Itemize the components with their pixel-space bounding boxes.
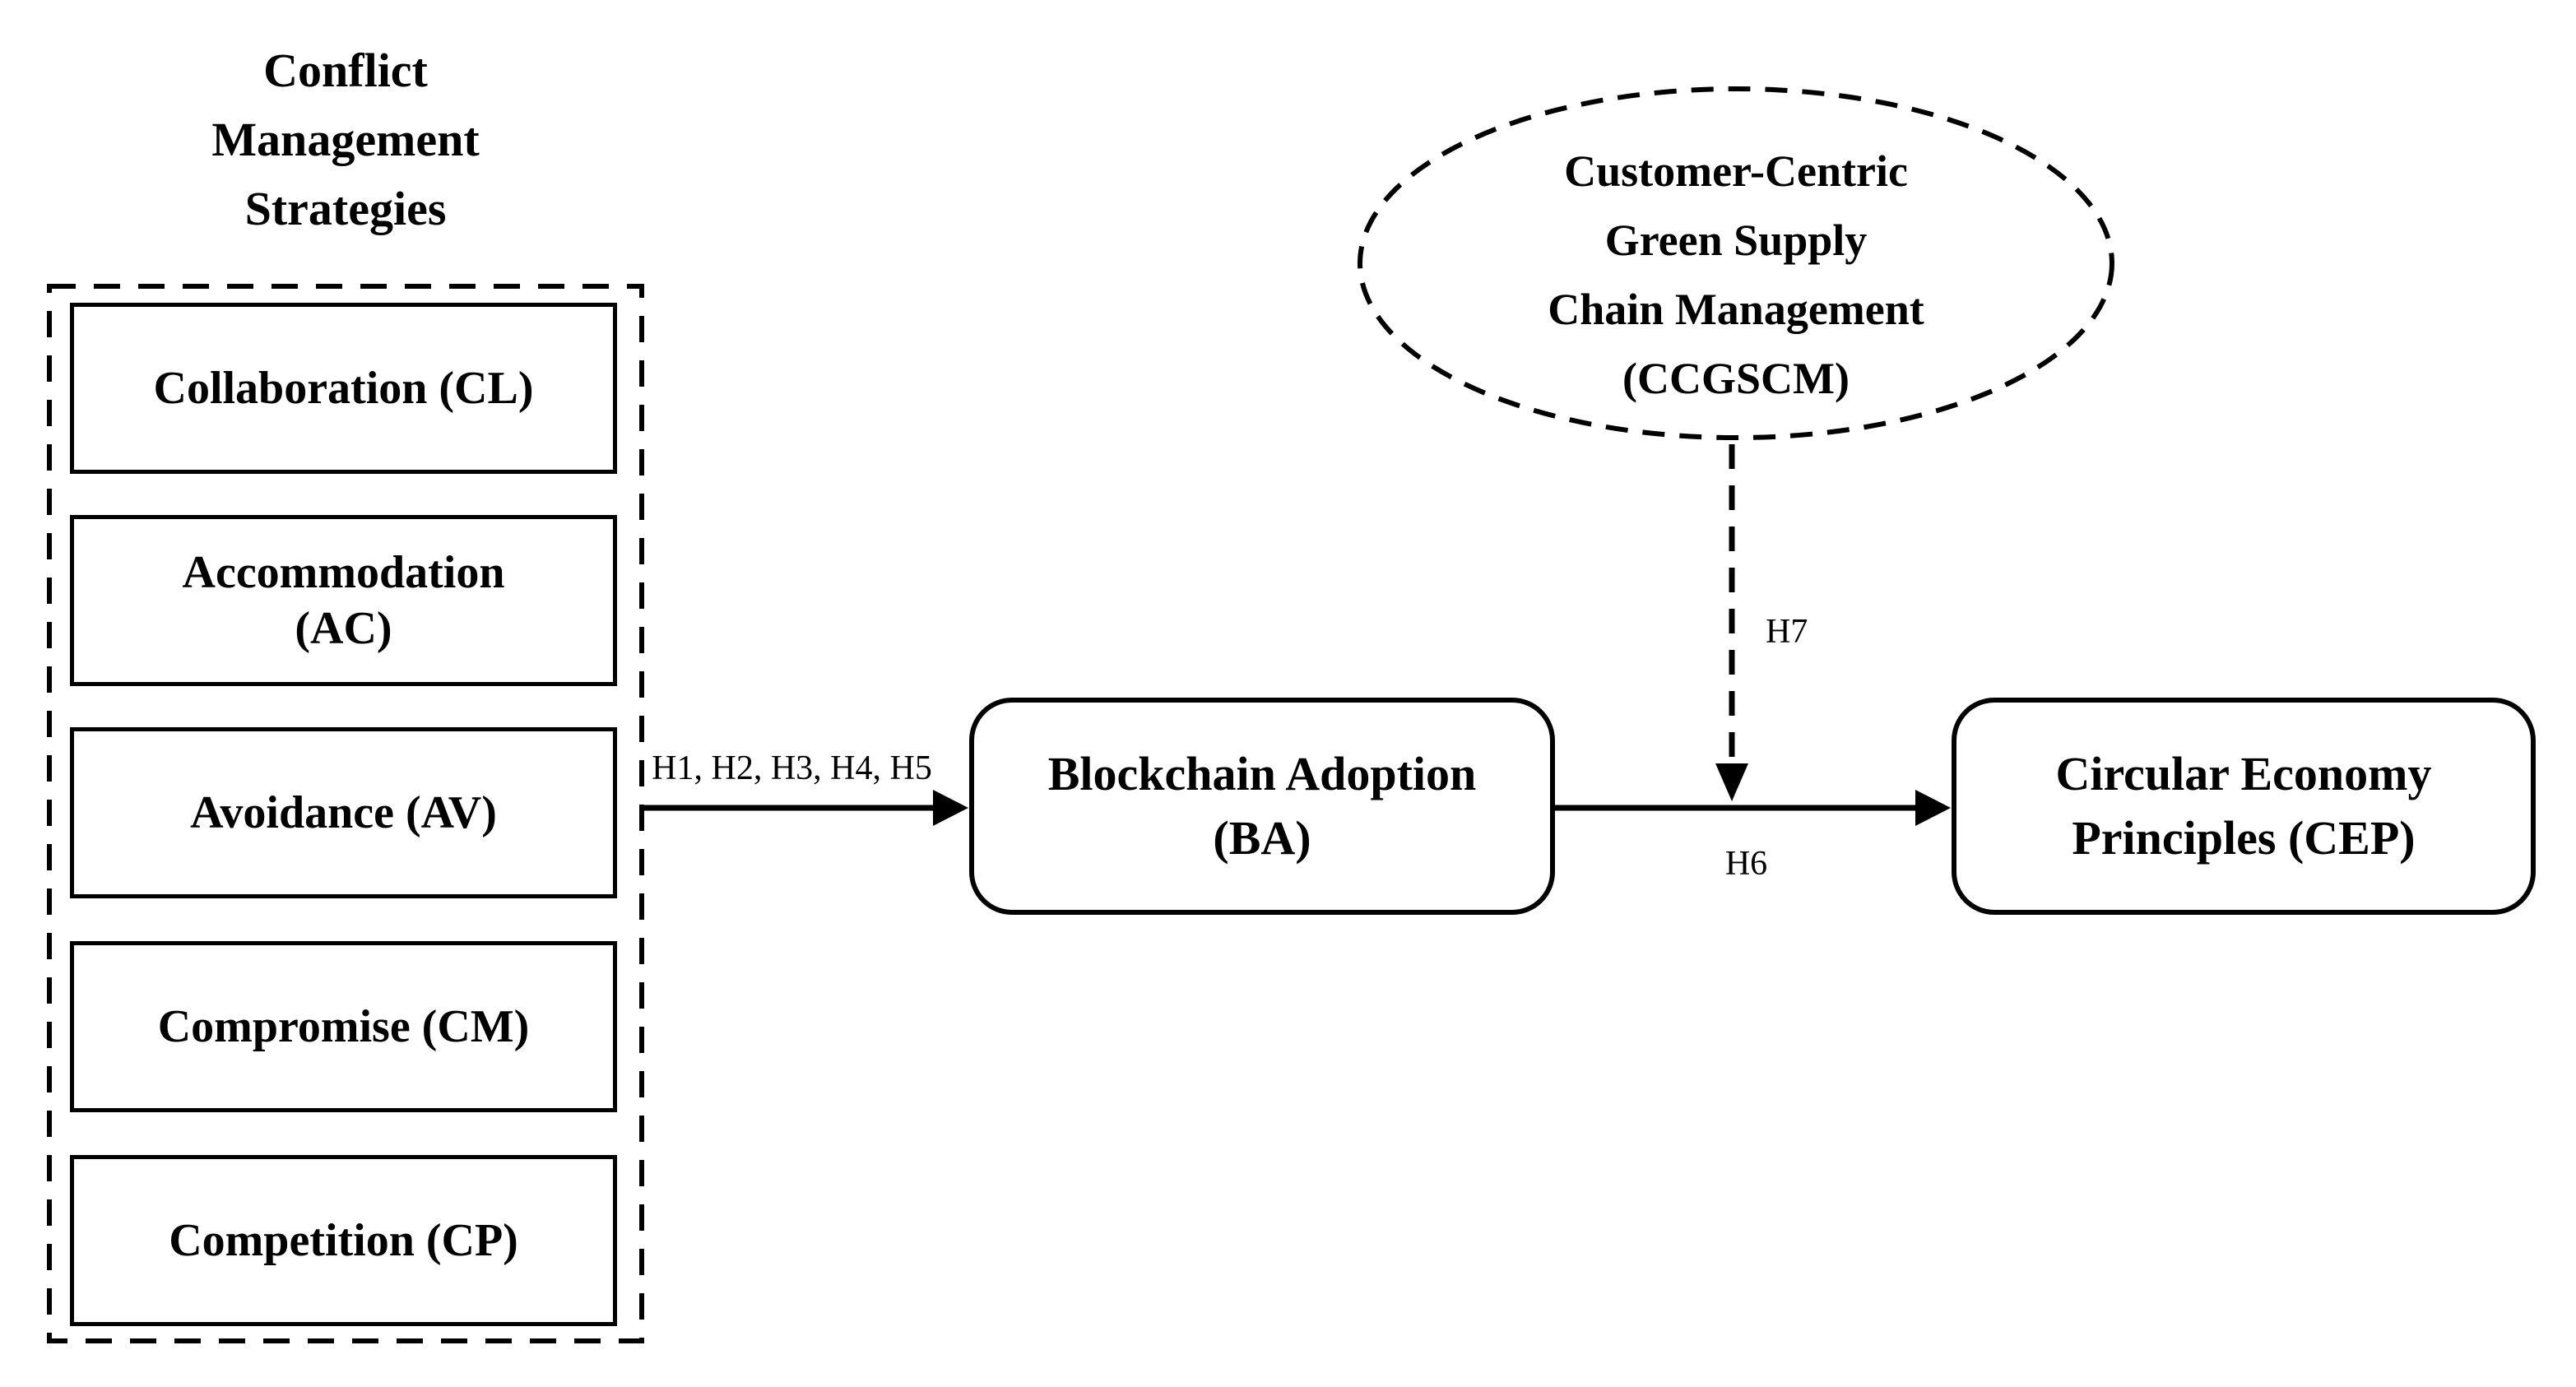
blockchain-adoption-node: Blockchain Adoption (BA) [969,698,1555,915]
ccgscm-node-label: Customer-Centric Green Supply Chain Mana… [1548,146,1924,403]
strategy-box-avoidance: Avoidance (AV) [70,727,617,898]
strategy-label-accommodation: Accommodation (AC) [182,547,505,654]
strategy-box-competition: Competition (CP) [70,1155,617,1326]
strategy-box-collaboration: Collaboration (CL) [70,303,617,474]
edge-label-h1-h5: H1, H2, H3, H4, H5 [652,749,932,787]
edge-label-h6: H6 [1724,845,1768,883]
strategy-label-compromise: Compromise (CM) [157,1001,530,1052]
h7-arrowhead [1715,763,1748,801]
strategy-box-accommodation: Accommodation (AC) [70,515,617,686]
circular-economy-node: Circular Economy Principles (CEP) [1952,698,2536,915]
ccgscm-dashed-ellipse [1358,86,2114,440]
circular-economy-label: Circular Economy Principles (CEP) [2055,747,2432,865]
strategy-label-avoidance: Avoidance (AV) [190,787,497,838]
strategies-group-dashed-border [47,284,644,1343]
strategy-box-compromise: Compromise (CM) [70,941,617,1112]
strategy-label-collaboration: Collaboration (CL) [153,363,534,414]
blockchain-adoption-label: Blockchain Adoption (BA) [1047,747,1477,865]
strategies-group-title: Conflict Management Strategies [211,44,480,235]
h6-arrowhead [1915,790,1951,826]
h1-h5-arrowhead [933,790,968,826]
strategy-label-competition: Competition (CP) [169,1215,518,1266]
edge-label-h7: H7 [1766,613,1808,651]
